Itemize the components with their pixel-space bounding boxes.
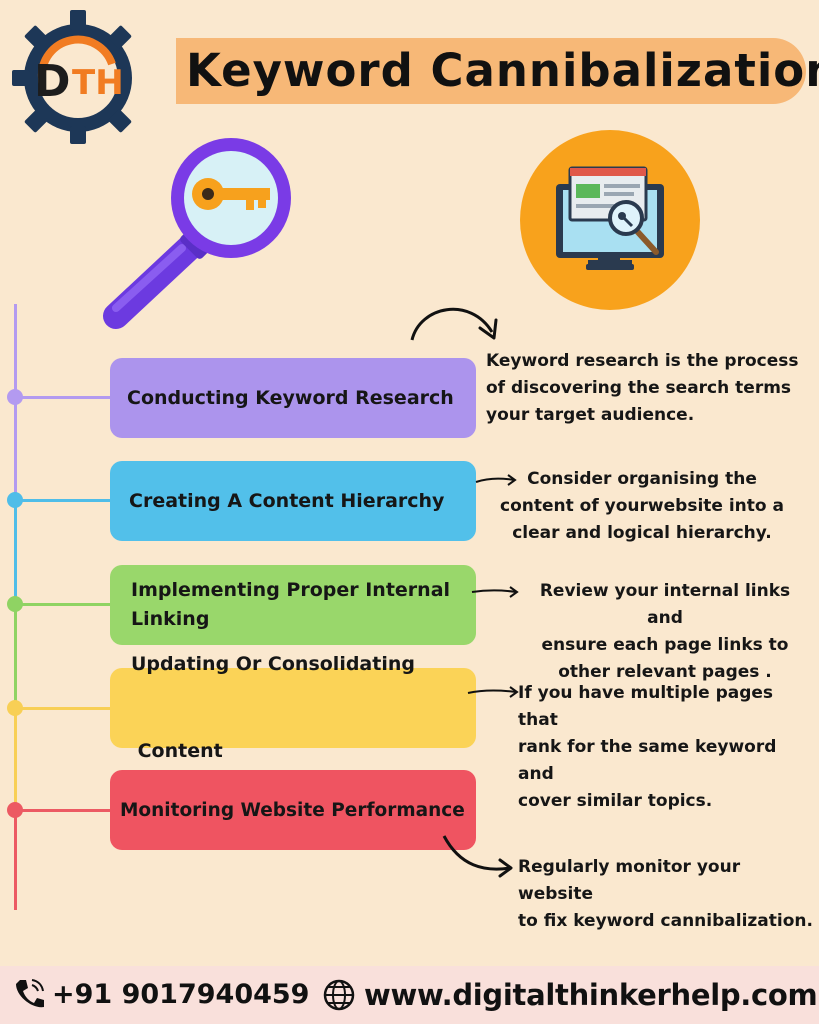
step-box-keyword-research: Conducting Keyword Research [110, 358, 476, 438]
curved-arrow-icon [410, 307, 498, 341]
description-line: of discovering the search terms [486, 378, 792, 398]
step-description-4: If you have multiple pages that rank for… [518, 680, 814, 815]
footer-bar [0, 966, 819, 1024]
step-label-line: Updating Or Consolidating [131, 653, 415, 675]
curved-arrow-icon [442, 835, 513, 878]
description-line: other relevant pages . [558, 662, 772, 682]
logo-letters-th: TH [72, 63, 124, 103]
step-box-consolidating-content: Updating Or Consolidating Content [110, 653, 476, 762]
step-box-website-performance: Monitoring Website Performance [110, 770, 476, 850]
phone-icon [16, 979, 44, 1008]
timeline-segment-2 [14, 500, 17, 604]
description-line: rank for the same keyword and [518, 737, 777, 784]
step-description-5: Regularly monitor your website to fix ke… [518, 854, 814, 935]
title-banner [176, 38, 806, 104]
step-label-line: Implementing Proper Internal [131, 579, 451, 601]
timeline-segment-3 [14, 604, 17, 708]
step-label-line: Linking [131, 608, 210, 630]
timeline-segment-5 [14, 810, 17, 910]
dth-logo: D TH [12, 10, 132, 144]
description-line: Keyword research is the process [486, 351, 799, 371]
timeline-dot-3 [7, 596, 23, 612]
step-label: Creating A Content Hierarchy [129, 489, 445, 512]
arrow-right-icon [471, 586, 519, 598]
description-line: to fix keyword cannibalization. [518, 911, 813, 931]
description-line: Consider organising the [527, 469, 757, 489]
phone-number-link[interactable]: +91 9017940459 [52, 979, 310, 1010]
description-line: If you have multiple pages that [518, 683, 774, 730]
page-title: Keyword Cannibalization [186, 44, 819, 97]
step-description-1: Keyword research is the process of disco… [486, 348, 806, 429]
description-line: content of yourwebsite into a [500, 496, 784, 516]
description-line: Review your internal links and [539, 581, 791, 628]
description-line: your target audience. [486, 405, 695, 425]
step-label-line: Content [131, 740, 223, 762]
step-label: Conducting Keyword Research [127, 386, 454, 409]
step-description-3: Review your internal links and ensure ea… [520, 578, 810, 686]
timeline-dot-1 [7, 389, 23, 405]
step-box-content-hierarchy: Creating A Content Hierarchy [110, 461, 476, 541]
globe-icon [323, 979, 355, 1011]
description-line: clear and logical hierarchy. [512, 523, 772, 543]
arrow-right-icon [467, 686, 519, 698]
description-line: Regularly monitor your website [518, 857, 741, 904]
connector-1 [18, 396, 112, 399]
connector-2 [18, 499, 112, 502]
magnifier-with-key-icon [103, 138, 291, 329]
timeline-dot-2 [7, 492, 23, 508]
step-box-internal-linking: Implementing Proper Internal Linking [110, 565, 476, 645]
timeline-segment-4 [14, 708, 17, 810]
connector-5 [18, 809, 112, 812]
arrow-right-icon [475, 474, 517, 486]
step-description-2: Consider organising the content of yourw… [492, 466, 792, 547]
website-link[interactable]: www.digitalthinkerhelp.com [364, 978, 818, 1012]
timeline-dot-4 [7, 700, 23, 716]
step-label: Monitoring Website Performance [120, 799, 465, 821]
description-line: ensure each page links to [541, 635, 789, 655]
connector-3 [18, 603, 112, 606]
timeline-dot-5 [7, 802, 23, 818]
monitor-search-icon [520, 130, 700, 310]
description-line: cover similar topics. [518, 791, 713, 811]
logo-letter-d: D [34, 56, 71, 107]
connector-4 [18, 707, 112, 710]
